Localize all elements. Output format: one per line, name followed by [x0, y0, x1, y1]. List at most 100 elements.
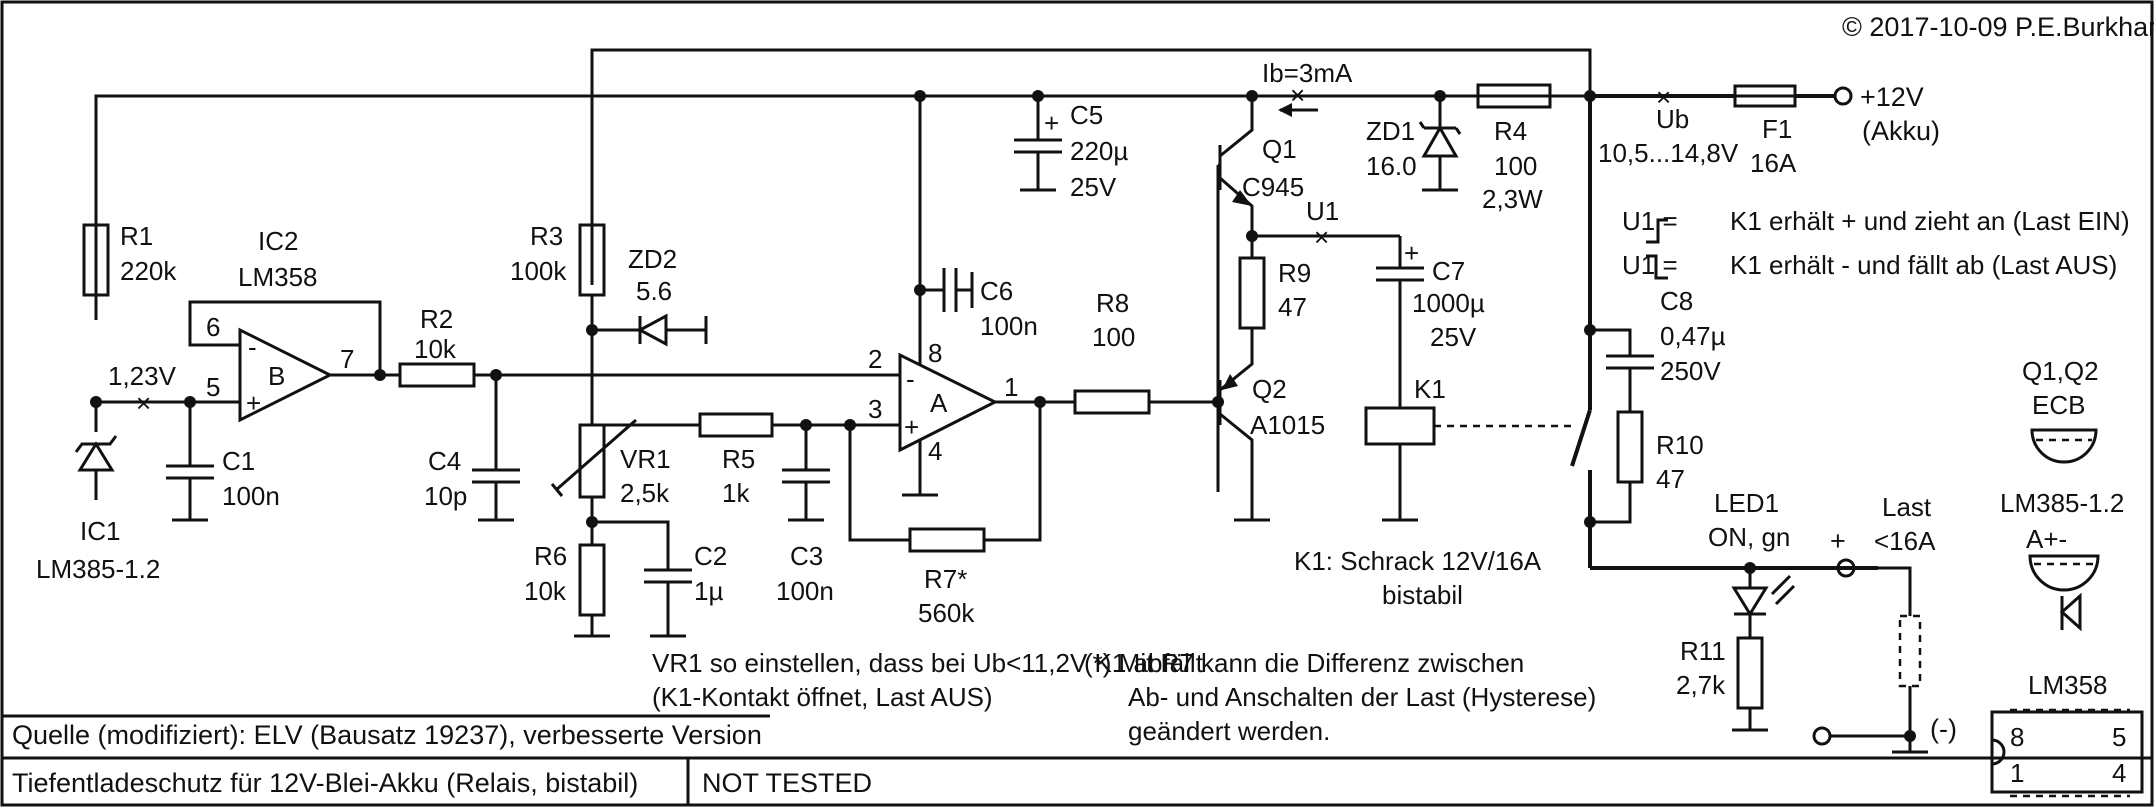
ib-cross: ×	[1290, 80, 1305, 110]
pinout-q-label: Q1,Q2	[2022, 356, 2099, 386]
c5-plus: +	[1044, 108, 1059, 138]
lm358-pinout	[1990, 708, 2144, 798]
c4-name: C4	[428, 446, 461, 476]
c7-voltage: 25V	[1430, 322, 1477, 352]
r2-value: 10k	[414, 334, 457, 364]
r3-resistor	[578, 223, 606, 425]
ic2a-pin4: 4	[928, 436, 942, 466]
zd2-value: 5.6	[636, 276, 672, 306]
r3-name: R3	[530, 221, 563, 251]
r7-resistor	[848, 402, 1042, 553]
legend-u1-high: U1 =	[1622, 206, 1678, 236]
ic2b-pin5: 5	[206, 372, 220, 402]
ic2b-minus: -	[248, 332, 257, 362]
status-text: NOT TESTED	[702, 768, 872, 798]
ic1-value: LM385-1.2	[36, 554, 160, 584]
c5-capacitor	[1014, 96, 1062, 192]
r5-name: R5	[722, 444, 755, 474]
ic2a-pin1: 1	[1004, 372, 1018, 402]
ic2b-pin6: 6	[206, 312, 220, 342]
supply-plus-label: +12V	[1860, 82, 1924, 112]
vref-cross: ×	[136, 388, 151, 418]
ic2a-minus: -	[906, 364, 915, 394]
ib-label: Ib=3mA	[1262, 58, 1353, 88]
k1-desc: K1: Schrack 12V/16A	[1294, 546, 1542, 576]
junction-dots	[90, 90, 1916, 742]
f1-name: F1	[1762, 114, 1792, 144]
vr1-value: 2,5k	[620, 478, 670, 508]
legend-u1-low: U1 =	[1622, 250, 1678, 280]
r8-value: 100	[1092, 322, 1135, 352]
vr1-note-line1: VR1 so einstellen, dass bei Ub<11,2V K1 …	[652, 648, 1204, 678]
copyright-text: © 2017-10-09 P.E.Burkhardt kfz3-aw4a	[1842, 12, 2154, 42]
c8-name: C8	[1660, 286, 1693, 316]
r1-resistor	[82, 223, 110, 297]
ic1-reference	[74, 402, 118, 500]
c3-name: C3	[790, 541, 823, 571]
c3-value: 100n	[776, 576, 834, 606]
c8-voltage: 250V	[1660, 356, 1721, 386]
led1-name: LED1	[1714, 488, 1779, 518]
supply-rails	[94, 48, 1835, 320]
ic2-name: IC2	[258, 226, 298, 256]
c5-voltage: 25V	[1070, 172, 1117, 202]
zd1-name: ZD1	[1366, 116, 1415, 146]
pinout-lm358-label: LM358	[2028, 670, 2108, 700]
ic2a-pin8: 8	[928, 338, 942, 368]
q2-name: Q2	[1252, 374, 1287, 404]
c7-name: C7	[1432, 256, 1465, 286]
c8-value: 0,47µ	[1660, 321, 1726, 351]
lm385-pinout	[2028, 554, 2100, 632]
load-label: Last	[1882, 492, 1932, 522]
ic1-name: IC1	[80, 516, 120, 546]
q1-transistor	[1216, 96, 1254, 492]
pinout-lm358-pin4: 4	[2112, 758, 2126, 788]
r8-name: R8	[1096, 288, 1129, 318]
q1-name: Q1	[1262, 134, 1297, 164]
ic2a-pin2: 2	[868, 344, 882, 374]
zd2-name: ZD2	[628, 244, 677, 274]
pinout-lm385-pins: A+-	[2026, 524, 2067, 554]
r7-value: 560k	[918, 598, 975, 628]
c4-value: 10p	[424, 481, 467, 511]
r7-note-line1: (*) Mit R7 kann die Differenz zwischen	[1084, 648, 1524, 678]
load-minus: (-)	[1930, 714, 1957, 744]
load-plus: +	[1830, 526, 1846, 556]
c6-capacitor	[920, 268, 974, 312]
r1-name: R1	[120, 221, 153, 251]
c5-name: C5	[1070, 100, 1103, 130]
r2-name: R2	[420, 304, 453, 334]
page-title: Tiefentladeschutz für 12V-Blei-Akku (Rel…	[12, 768, 638, 798]
c5-value: 220µ	[1070, 136, 1128, 166]
legend-text-off: K1 erhält - und fällt ab (Last AUS)	[1730, 250, 2117, 280]
pinout-lm385-label: LM385-1.2	[2000, 488, 2124, 518]
r4-value: 100	[1494, 151, 1537, 181]
r6-resistor	[574, 543, 610, 638]
zd2-zener	[592, 313, 708, 347]
pinout-lm358-pin1: 1	[2010, 758, 2024, 788]
r10-resistor	[1590, 410, 1644, 524]
ic2a-label: A	[930, 388, 948, 418]
c6-name: C6	[980, 276, 1013, 306]
supply-akku-label: (Akku)	[1862, 116, 1940, 146]
vref-label: 1,23V	[108, 361, 177, 391]
load-terminals	[1812, 558, 1928, 760]
source-note: Quelle (modifiziert): ELV (Bausatz 19237…	[12, 720, 762, 750]
r11-name: R11	[1680, 636, 1726, 666]
ic2a-opamp	[898, 96, 1075, 497]
k1-name: K1	[1414, 374, 1446, 404]
led1-diode	[1731, 568, 1796, 638]
k1-relay-coil	[1364, 406, 1572, 522]
c1-value: 100n	[222, 481, 280, 511]
vr1-note-line2: (K1-Kontakt öffnet, Last AUS)	[652, 682, 993, 712]
c7-plus: +	[1404, 238, 1419, 268]
r6-value: 10k	[524, 576, 567, 606]
r4-name: R4	[1494, 116, 1527, 146]
led1-value: ON, gn	[1708, 522, 1790, 552]
c7-value: 1000µ	[1412, 288, 1485, 318]
r4-power: 2,3W	[1482, 184, 1543, 214]
c1-name: C1	[222, 446, 255, 476]
r9-resistor	[1238, 236, 1266, 358]
